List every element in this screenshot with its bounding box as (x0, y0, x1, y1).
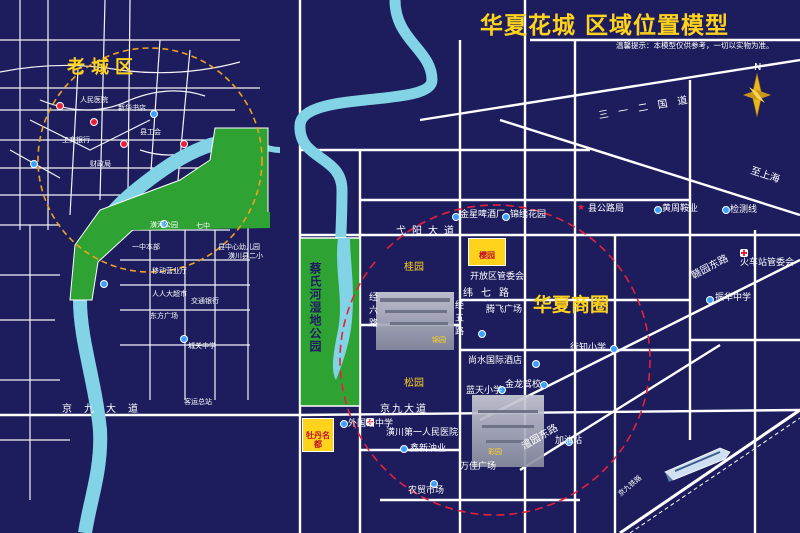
old-city-poi-icon (100, 280, 108, 288)
road-label-weiqi: 纬七路 (463, 288, 517, 299)
highway-bureau-star-icon: ★ (577, 203, 586, 213)
disclaimer-note: 温馨提示：本模型仅供参考，一切以实物为准。 (616, 41, 774, 50)
badge-peony: 牡丹名都 (302, 418, 334, 452)
oil-company-icon (400, 445, 408, 453)
oc-label-a: 一中本部 (132, 243, 160, 251)
wetland-park-label: 蔡氏河湿地公园 (308, 262, 322, 353)
farmers-market-icon (430, 480, 438, 488)
old-city-poi-icon (90, 118, 98, 126)
oc-label-d: 移动营业厅 (152, 267, 187, 275)
place-jiancexian: 检测线 (730, 205, 758, 215)
place-huochezhan: 火车站管委会 (740, 258, 795, 268)
compass (743, 72, 771, 118)
tengfei-square-icon (478, 330, 486, 338)
place-jinxiu: 锦绣花园 (510, 210, 547, 220)
lantian-school-icon (498, 386, 506, 394)
place-tengfei: 腾飞广场 (486, 305, 523, 315)
place-jinxing: 金星啤酒厂 (460, 210, 506, 220)
oc-label-n: 城关中学 (188, 342, 216, 350)
label-guiyuan: 桂园 (404, 262, 424, 273)
road-label-yiyang: 弋阳大道 (396, 226, 460, 237)
oc-label-o: 客运总站 (184, 398, 212, 406)
road-label-jingwu: 经五路 (453, 300, 463, 339)
oc-label-b: 县中心幼儿园 (218, 243, 260, 251)
inspection-icon (722, 206, 730, 214)
station-committee-cross-icon (740, 249, 748, 257)
hospital-cross-icon (366, 418, 374, 426)
oc-label-f: 交通银行 (191, 297, 219, 305)
label-songyuan: 松园 (404, 378, 424, 389)
page-title: 华夏花城 区域位置模型 (480, 13, 730, 39)
saddle-factory-icon (654, 206, 662, 214)
place-jiayouzhan: 加油站 (555, 436, 583, 446)
gas-station-icon (565, 438, 573, 446)
old-city-poi-icon (56, 102, 64, 110)
compass-north-label: N (754, 62, 762, 73)
place-kaifaqu: 开放区管委会 (470, 272, 525, 282)
business-circle-label: 华夏商圈 (533, 294, 610, 316)
old-city-poi-icon (180, 335, 188, 343)
place-waiguoyu: 外国语中学 (348, 419, 394, 429)
road-label-jingjiu: 京九大道 (380, 404, 428, 415)
train-icon (664, 447, 731, 482)
old-city-streets (0, 0, 260, 500)
driving-school-icon (540, 381, 548, 389)
place-lantian: 蓝天小学 (466, 386, 503, 396)
development-render-south (472, 395, 544, 467)
road-label-jingjiu-left: 京九大道 (62, 404, 150, 415)
place-huangzhou: 黄周鞍业 (662, 204, 699, 214)
badge-yingyuan: 樱园 (468, 238, 506, 266)
xingzhi-school-icon (610, 345, 618, 353)
badge-yingyuan-text: 樱园 (479, 251, 495, 260)
business-circle (339, 204, 651, 516)
oc-label-m: 潢河公园 (150, 221, 178, 229)
oc-label-h: 人民医院 (80, 96, 108, 104)
oc-label-k: 工商银行 (62, 136, 90, 144)
oc-label-c: 潢川县二小 (228, 252, 263, 260)
badge-peony-text: 牡丹名都 (306, 431, 330, 449)
old-city-poi-icon (180, 140, 188, 148)
place-xiangongluju: 县公路局 (588, 204, 625, 214)
label-caiyuan: 彩园 (488, 448, 502, 456)
place-xingzhi: 行知小学 (570, 343, 607, 353)
oc-label-e: 人人大超市 (152, 290, 187, 298)
place-diyi: 潢川第一人民医院 (386, 428, 459, 438)
zhenhua-school-icon (706, 296, 714, 304)
place-shangshui: 尚水国际酒店 (468, 356, 523, 366)
old-city-poi-icon (160, 220, 168, 228)
place-zhenhua: 振华中学 (715, 293, 752, 303)
road-label-jingliu: 经六路 (367, 292, 377, 331)
old-city-label: 老城区 (67, 57, 139, 78)
oc-label-l: 财政局 (90, 160, 111, 168)
oc-label-p: 七中 (196, 222, 210, 230)
foreign-school-icon (340, 420, 348, 428)
oc-label-g: 东方广场 (150, 312, 178, 320)
old-city-poi-icon (150, 110, 158, 118)
oc-label-j: 县工会 (140, 128, 161, 136)
river-upper (294, 0, 438, 301)
oc-label-i: 新华书店 (118, 104, 146, 112)
railway (619, 408, 800, 533)
old-city-poi-icon (30, 160, 38, 168)
place-wanjia: 万佳广场 (460, 462, 497, 472)
block-guiyuan (378, 252, 448, 278)
place-jinlong: 金龙驾校 (505, 380, 542, 390)
place-nongmao: 农贸市场 (408, 486, 445, 496)
hotel-icon (532, 360, 540, 368)
garden-icon (502, 213, 510, 221)
label-jingyuan: 锦园 (432, 336, 446, 344)
place-xinxin: 鑫新油业 (410, 444, 447, 454)
beer-factory-icon (452, 213, 460, 221)
old-city-poi-icon (120, 140, 128, 148)
old-city-circle (37, 47, 263, 273)
